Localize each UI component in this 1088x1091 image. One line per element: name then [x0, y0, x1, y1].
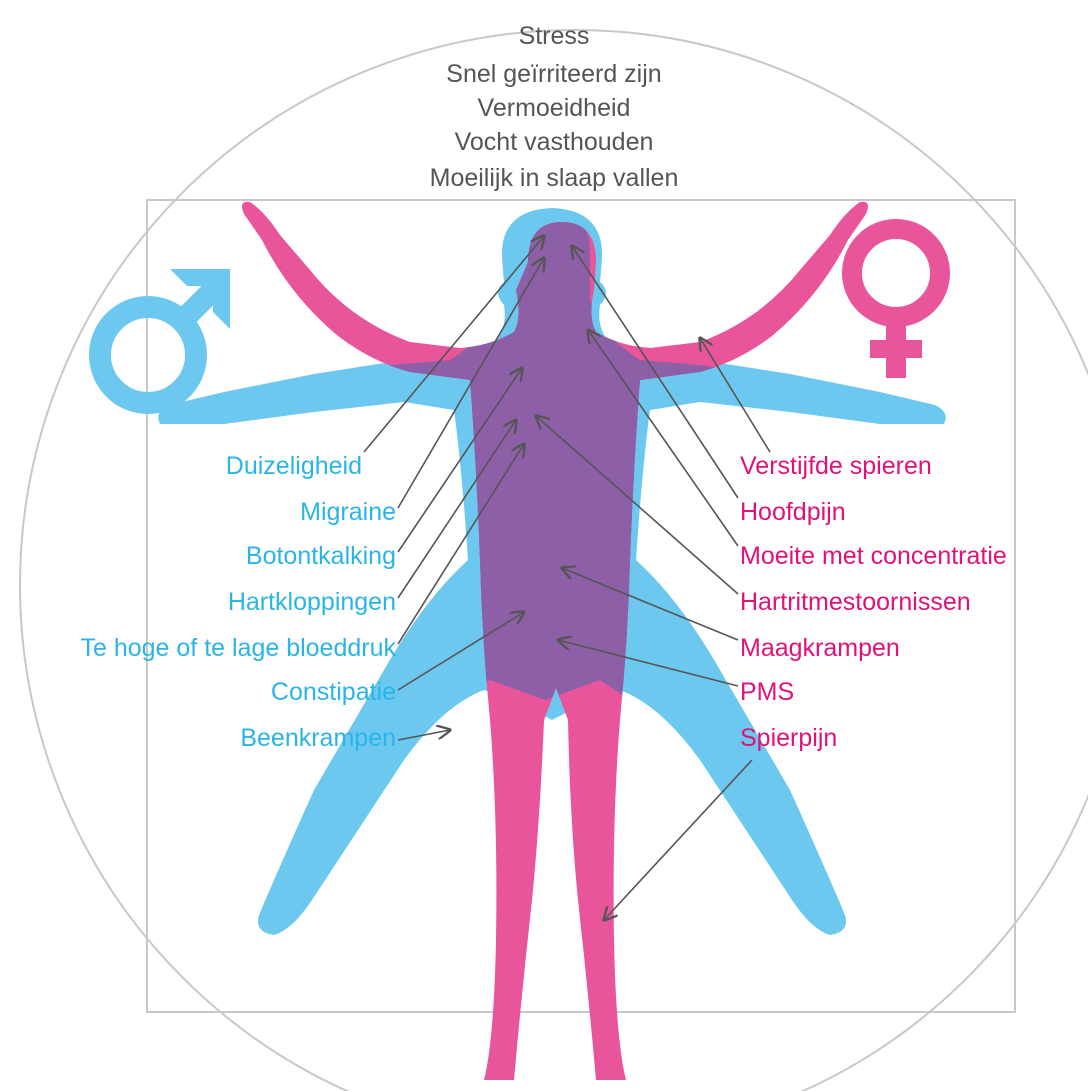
male-symptom-label: Migraine: [300, 498, 396, 526]
top-label: Stress: [519, 22, 590, 50]
male-symptom-label: Botontkalking: [246, 542, 396, 570]
mars-symbol-icon: [100, 269, 230, 403]
female-symptom-label: Hoofdpijn: [740, 498, 846, 526]
top-label: Snel geïrriteerd zijn: [446, 60, 661, 88]
female-labels: Verstijfde spieren Hoofdpijn Moeite met …: [740, 452, 1007, 752]
top-labels: Stress Snel geïrriteerd zijn Vermoeidhei…: [430, 22, 679, 192]
male-labels: Duizeligheid Migraine Botontkalking Hart…: [80, 452, 396, 752]
male-symptom-label: Te hoge of te lage bloeddruk: [80, 634, 396, 662]
leader-spierpijn: [604, 760, 752, 920]
female-symptom-label: PMS: [740, 678, 794, 706]
female-symptom-label: Verstijfde spieren: [740, 452, 932, 480]
male-symptom-label: Beenkrampen: [240, 724, 396, 752]
female-symptom-label: Moeite met concentratie: [740, 542, 1007, 570]
female-symptom-label: Maagkrampen: [740, 634, 900, 662]
female-symptom-label: Spierpijn: [740, 724, 837, 752]
top-label: Vocht vasthouden: [455, 128, 654, 156]
male-symptom-label: Constipatie: [271, 678, 396, 706]
female-symptom-label: Hartritmestoornissen: [740, 588, 971, 616]
top-label: Vermoeidheid: [478, 94, 631, 122]
venus-symbol-icon: [852, 229, 940, 378]
male-symptom-label: Hartkloppingen: [228, 588, 396, 616]
male-symptom-label: Duizeligheid: [226, 452, 362, 480]
top-label: Moeilijk in slaap vallen: [430, 164, 679, 192]
